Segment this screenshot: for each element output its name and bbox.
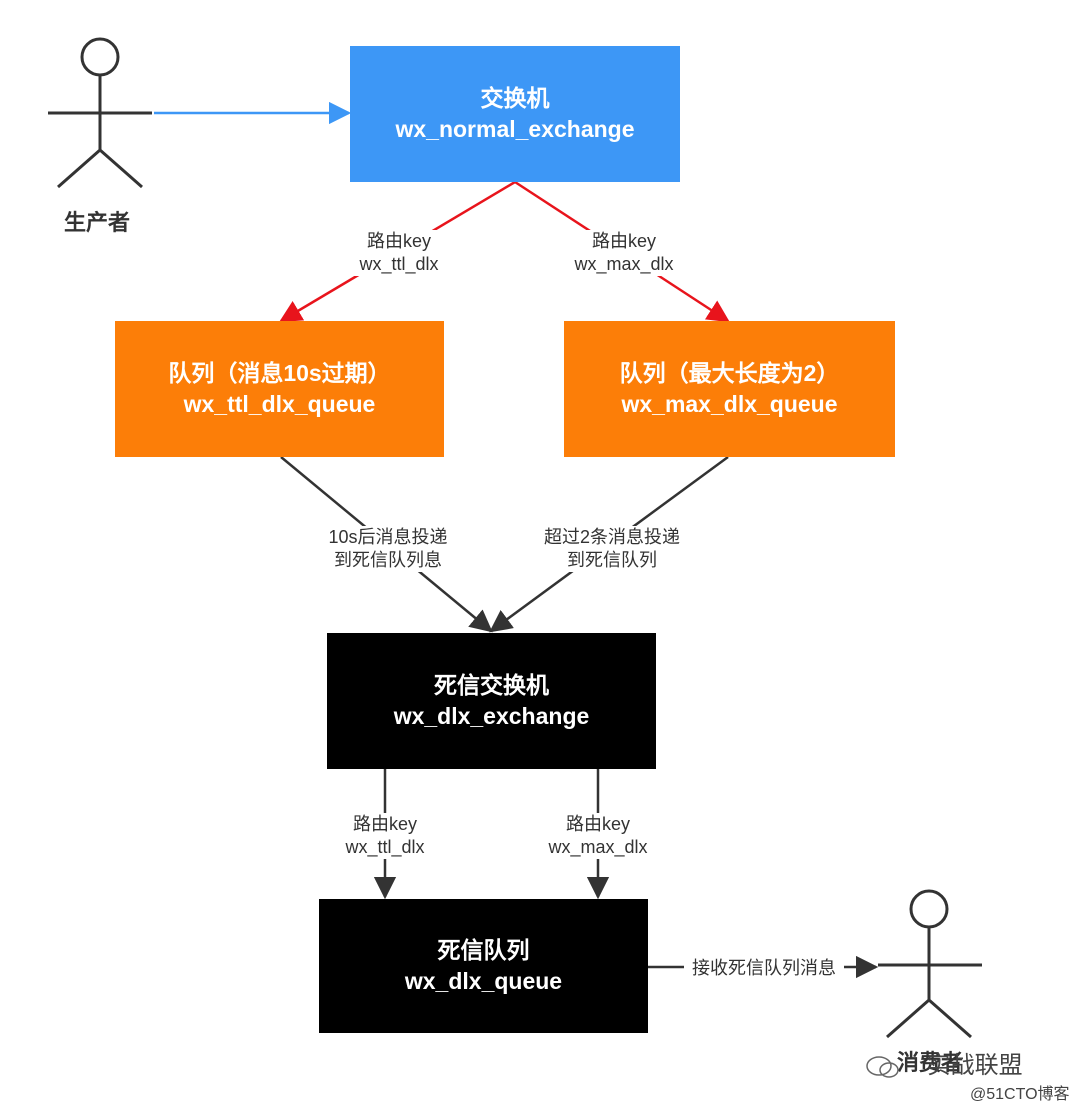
dlx-exchange-node: 死信交换机 wx_dlx_exchange bbox=[327, 633, 656, 769]
wechat-icon bbox=[866, 1055, 900, 1079]
dlx-queue-node: 死信队列 wx_dlx_queue bbox=[319, 899, 648, 1033]
ttl-queue-name: wx_ttl_dlx_queue bbox=[183, 391, 376, 417]
ttl-queue-title: 队列（消息10s过期） bbox=[168, 360, 391, 386]
max-queue-node: 队列（最大长度为2） wx_max_dlx_queue bbox=[564, 321, 895, 457]
consumer-actor-icon bbox=[878, 889, 982, 1039]
edge-label-max-to-dlx: 超过2条消息投递 到死信队列 bbox=[527, 526, 697, 572]
dlx-queue-name: wx_dlx_queue bbox=[404, 968, 563, 994]
dlx-queue-title: 死信队列 bbox=[437, 937, 530, 963]
dlx-exchange-name: wx_dlx_exchange bbox=[393, 703, 590, 729]
dlx-exchange-title: 死信交换机 bbox=[434, 672, 549, 698]
normal-exchange-node: 交换机 wx_normal_exchange bbox=[350, 46, 680, 182]
edge-label-dlx-to-queue-ttl: 路由key wx_ttl_dlx bbox=[330, 813, 440, 859]
watermark-sub: @51CTO博客 bbox=[970, 1086, 1070, 1103]
consumer-label: 消费者 bbox=[897, 1050, 964, 1075]
ttl-queue-node: 队列（消息10s过期） wx_ttl_dlx_queue bbox=[115, 321, 444, 457]
edge-label-dlx-to-queue-max: 路由key wx_max_dlx bbox=[538, 813, 658, 859]
watermark-main: 实战联盟 bbox=[866, 1045, 1023, 1080]
producer-actor-icon bbox=[48, 37, 152, 189]
max-queue-name: wx_max_dlx_queue bbox=[621, 391, 838, 417]
max-queue-title: 队列（最大长度为2） bbox=[619, 360, 840, 386]
edge-label-exchange-to-ttl: 路由key wx_ttl_dlx bbox=[344, 230, 454, 276]
producer-label: 生产者 bbox=[64, 210, 131, 235]
normal-exchange-name: wx_normal_exchange bbox=[395, 116, 635, 142]
edge-label-exchange-to-max: 路由key wx_max_dlx bbox=[564, 230, 684, 276]
edge-label-ttl-to-dlx: 10s后消息投递 到死信队列息 bbox=[313, 526, 463, 572]
edge-label-queue-to-consumer: 接收死信队列消息 bbox=[684, 957, 844, 980]
normal-exchange-title: 交换机 bbox=[480, 85, 550, 111]
